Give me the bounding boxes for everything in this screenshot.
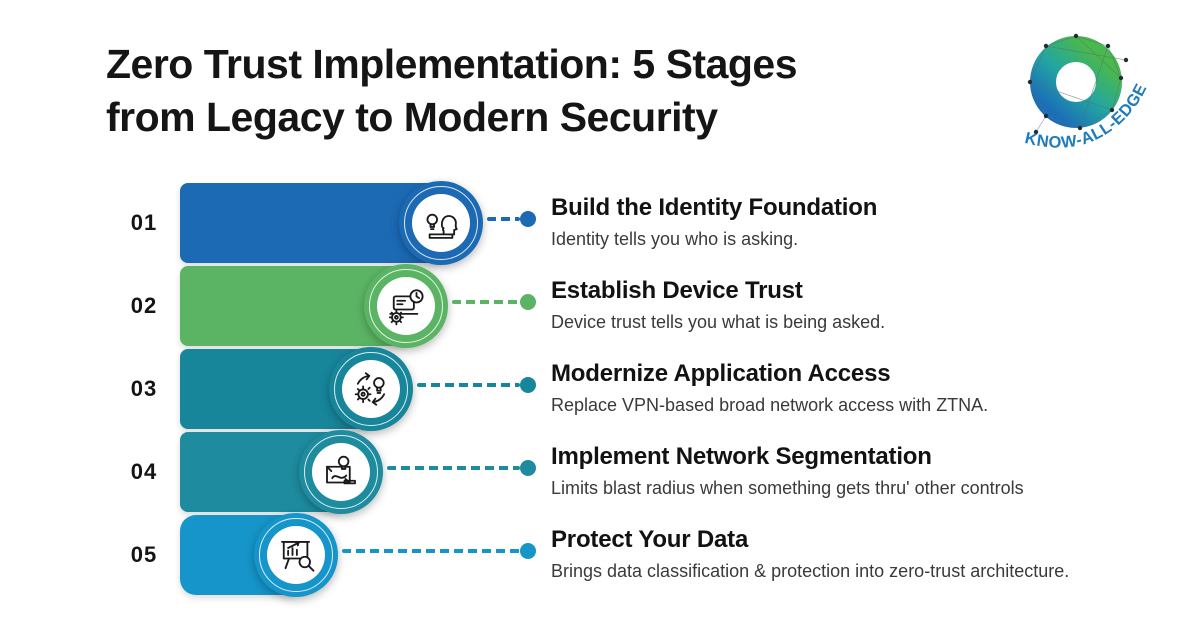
stage-number: 05 <box>130 542 158 567</box>
stage-icon-circle <box>377 277 435 335</box>
stage-icon-circle <box>312 443 370 501</box>
page-title-line2: from Legacy to Modern Security <box>106 94 718 140</box>
modernize-process-icon <box>350 368 392 410</box>
stage-heading: Build the Identity Foundation <box>551 194 878 221</box>
stage-bar <box>180 347 413 431</box>
stage-icon-badge <box>299 430 383 514</box>
stage-heading: Modernize Application Access <box>551 360 891 387</box>
stage-text: Implement Network Segmentation Limits bl… <box>551 443 1024 499</box>
stage-heading: Implement Network Segmentation <box>551 443 932 470</box>
connector-dashed-line <box>417 383 520 387</box>
stage-icon-badge <box>364 264 448 348</box>
stage-icon-circle <box>267 526 325 584</box>
stage-icon-badge <box>329 347 413 431</box>
stage-heading: Establish Device Trust <box>551 277 803 304</box>
stage-row: 04 Implement Network Segmentation Limits… <box>0 430 1200 514</box>
stage-number: 04 <box>130 459 158 484</box>
stage-bar <box>180 430 383 514</box>
stage-number: 02 <box>130 293 158 318</box>
stage-description: Identity tells you who is asking. <box>551 229 799 249</box>
torus-logo-mark <box>1030 36 1122 128</box>
stage-row: 02 Establish Device Trust Device trust t… <box>0 264 1200 348</box>
stage-description: Limits blast radius when something gets … <box>551 478 1024 498</box>
stage-description: Device trust tells you what is being ask… <box>551 312 886 332</box>
connector-dashed-line <box>387 466 520 470</box>
connector-dot <box>520 294 536 310</box>
stage-bar <box>180 264 448 348</box>
stage-icon-badge <box>399 181 483 265</box>
identity-idea-icon <box>420 202 462 244</box>
data-chart-icon <box>275 534 317 576</box>
stage-number: 01 <box>130 210 158 235</box>
stage-number: 03 <box>130 376 158 401</box>
page-title: Zero Trust Implementation: 5 Stages from… <box>106 38 798 144</box>
stage-heading: Protect Your Data <box>551 526 749 553</box>
stage-bar <box>180 181 483 265</box>
stage-text: Modernize Application Access Replace VPN… <box>551 360 988 416</box>
network-mesh-nodes <box>1027 33 1129 135</box>
connector-dot <box>520 211 536 227</box>
stage-row: 05 Protect Your Data Brings data classif… <box>0 513 1200 597</box>
connector-dashed-line <box>342 549 520 553</box>
knowalledge-logo: KNOW-ALL-EDGE <box>1023 33 1150 152</box>
stage-icon-circle <box>412 194 470 252</box>
stage-icon-badge <box>254 513 338 597</box>
stage-description: Replace VPN-based broad network access w… <box>551 395 989 415</box>
connector-dot <box>520 460 536 476</box>
stage-icon-circle <box>342 360 400 418</box>
network-blueprint-icon <box>320 451 362 493</box>
connector-dot <box>520 543 536 559</box>
stage-bar <box>180 513 338 597</box>
stage-description: Brings data classification & protection … <box>551 561 1070 581</box>
device-trust-icon <box>385 285 427 327</box>
stage-text: Build the Identity Foundation Identity t… <box>551 194 877 250</box>
stage-row: 01 Build the Identity Foundation Identit… <box>0 181 1200 265</box>
stage-row: 03 Modernize Application Access Replace … <box>0 347 1200 431</box>
page-title-line1: Zero Trust Implementation: 5 Stages <box>106 41 798 87</box>
connector-dashed-line <box>487 217 520 221</box>
stage-text: Establish Device Trust Device trust tell… <box>551 277 885 333</box>
connector-dashed-line <box>452 300 520 304</box>
connector-dot <box>520 377 536 393</box>
stage-text: Protect Your Data Brings data classifica… <box>551 526 1069 582</box>
